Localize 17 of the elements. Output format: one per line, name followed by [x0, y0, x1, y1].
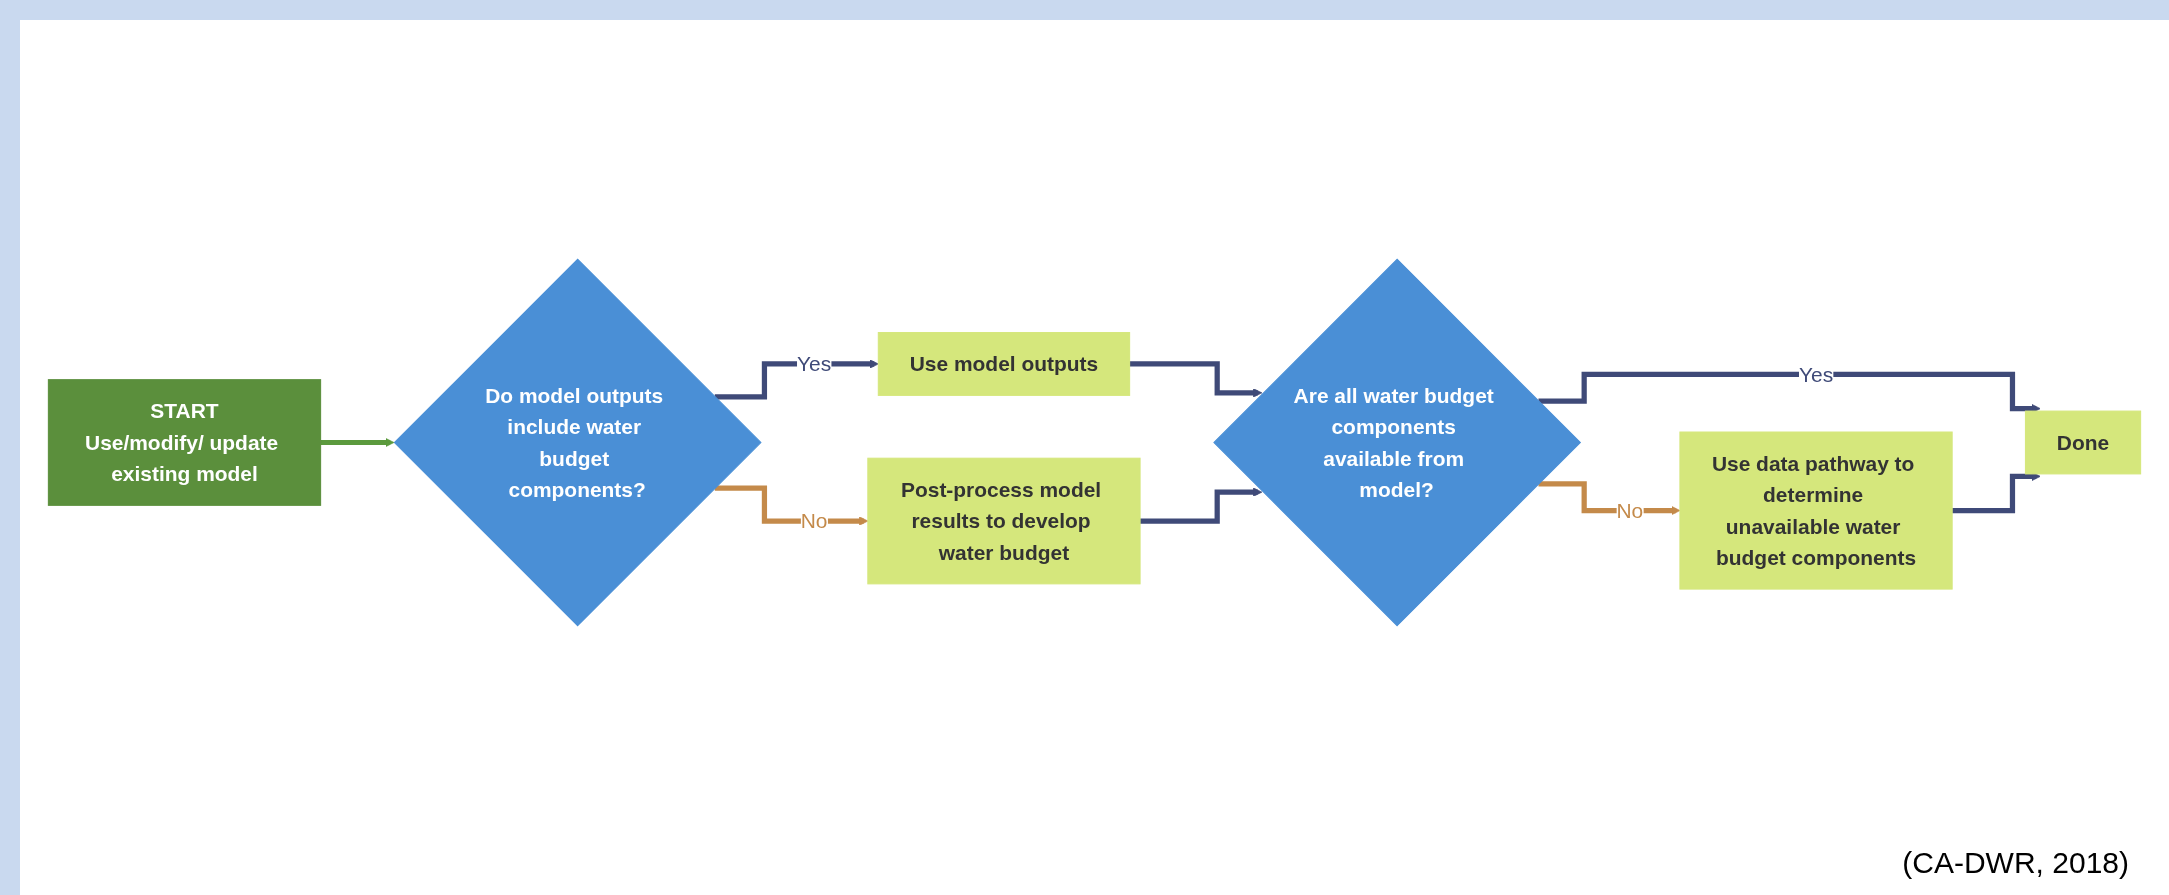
arrow: [1129, 361, 1263, 398]
node-box: Done: [2024, 410, 2142, 475]
node-box: Use data pathway to determine unavailable water budget components: [1679, 431, 1953, 590]
arrow: [1952, 471, 2041, 514]
arrow: [1538, 371, 2041, 414]
edge-label: No: [1616, 499, 1644, 523]
node-box: START Use/modify/ update existing model: [47, 379, 322, 506]
arrow: [1140, 487, 1263, 524]
node-diamond: Do model outputs include water budget components?: [393, 258, 762, 627]
arrow: [320, 437, 395, 448]
caption: (CA-DWR, 2018): [1902, 846, 2129, 880]
edge-label: Yes: [797, 352, 832, 376]
node-diamond: Are all water budget components available from model?: [1213, 258, 1582, 627]
edge-label: Yes: [1798, 362, 1834, 386]
node-box: Post-process model results to develop water budget: [867, 457, 1141, 585]
node-box: Use model outputs: [877, 332, 1131, 396]
edge-label: No: [800, 509, 828, 533]
